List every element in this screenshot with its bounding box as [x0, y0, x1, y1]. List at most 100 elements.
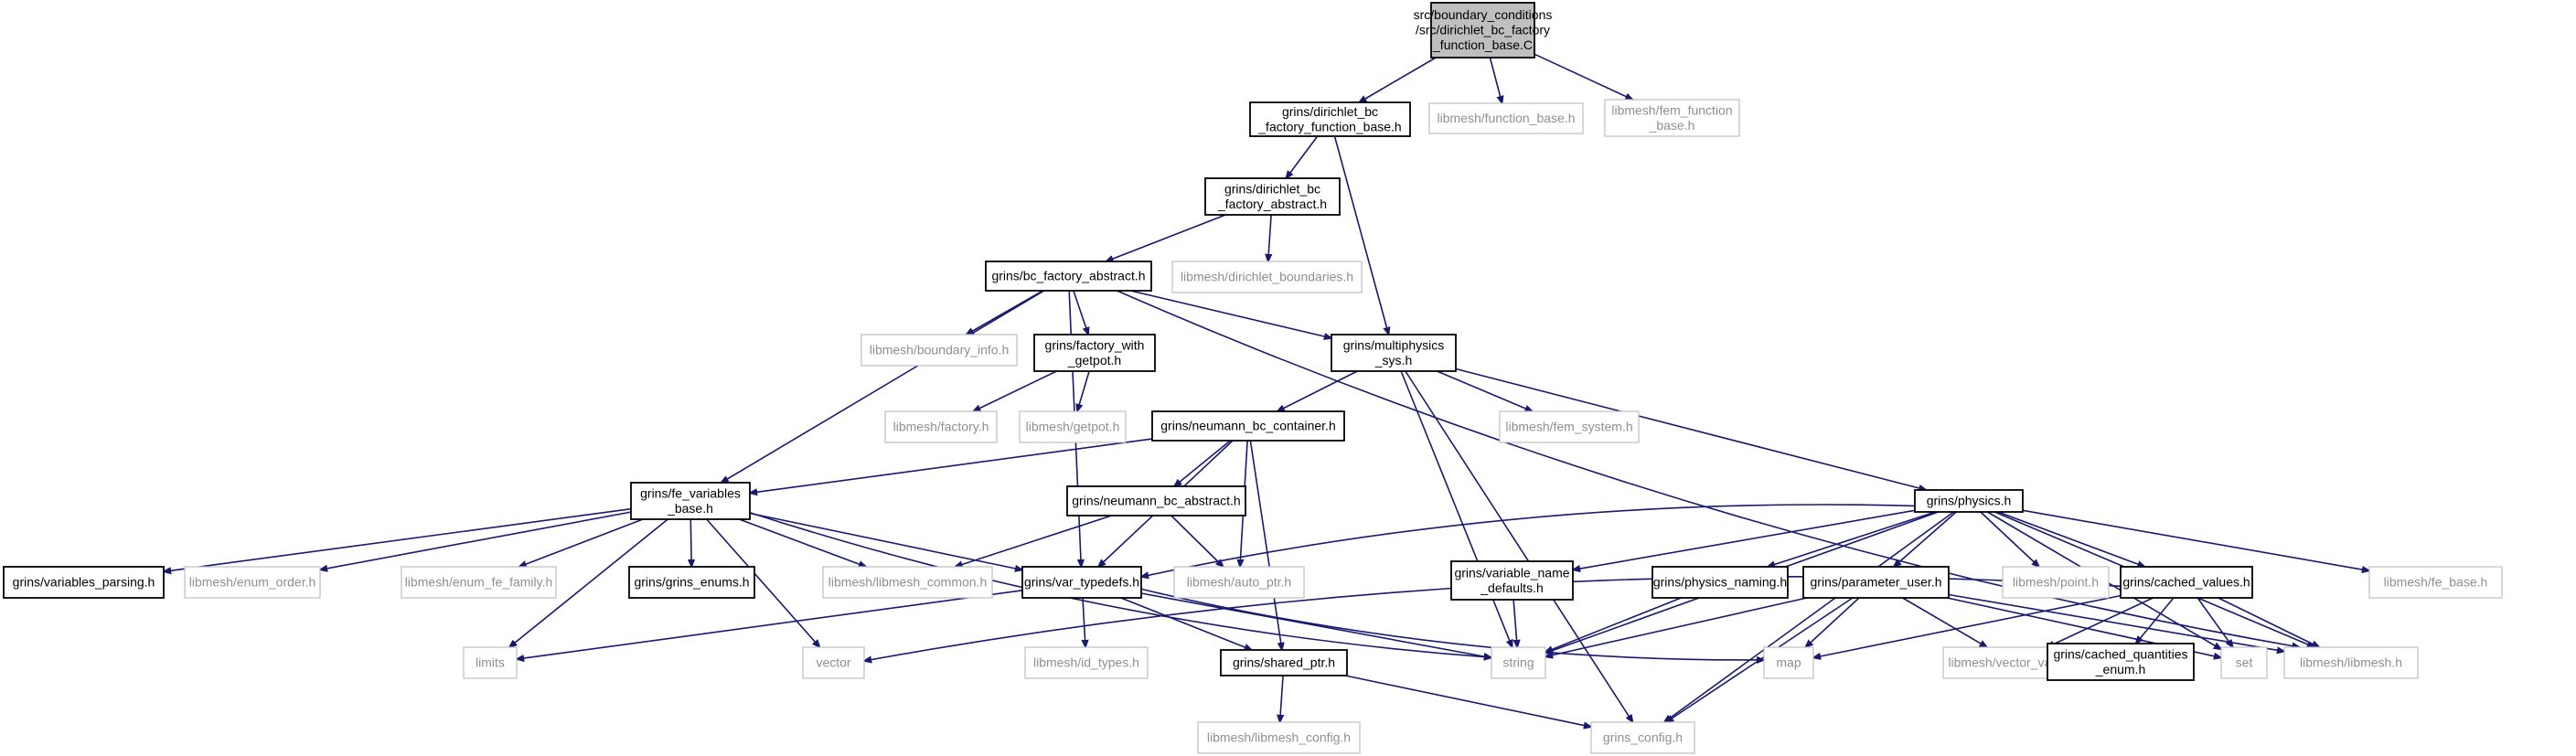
edge-fevb-to-vector	[706, 518, 820, 647]
edge-physics-to-pn	[1768, 511, 1936, 567]
node-ge[interactable]: grins/grins_enums.h	[628, 566, 755, 599]
edge-pu-to-string	[1545, 597, 1808, 656]
node-fwg[interactable]: grins/factory_with_getpot.h	[1033, 334, 1156, 372]
node-physics[interactable]: grins/physics.h	[1914, 489, 2024, 513]
edge-physics-to-vnd	[1573, 509, 1916, 570]
edge-vt-to-limits	[517, 590, 1023, 659]
node-box	[1651, 566, 1789, 599]
edge-cv-to-cqe	[2136, 597, 2175, 644]
edge-fevb-to-vt	[749, 512, 1022, 570]
edge-mps-to-nbcc	[1277, 370, 1358, 411]
edge-sp-to-lm_libmesh_config	[1280, 675, 1284, 722]
edge-pu-to-lm_libmesh	[1948, 593, 2284, 652]
node-root[interactable]: src/boundary_conditions/src/dirichlet_bc…	[1414, 2, 1553, 59]
node-label: grins/factory_with	[1045, 337, 1145, 352]
node-lm_function_base: libmesh/function_base.h	[1428, 102, 1584, 134]
node-box	[3, 566, 165, 599]
node-label: _function_base.C	[1432, 37, 1533, 52]
node-box	[1019, 410, 1127, 443]
edge-cv-to-lm_libmesh	[2218, 597, 2319, 647]
node-vp[interactable]: grins/variables_parsing.h	[3, 566, 165, 599]
node-gc: grins_config.h	[1590, 721, 1695, 754]
edge-nbca-to-lm_libmesh_common	[956, 515, 1112, 567]
node-mps[interactable]: grins/multiphysics_sys.h	[1331, 334, 1457, 372]
node-dbcfa[interactable]: grins/dirichlet_bc_factory_abstract.h	[1204, 177, 1341, 216]
node-lm_point: libmesh/point.h	[2002, 566, 2110, 599]
edge-dbcfa-to-lm_dirichlet_boundaries	[1268, 214, 1271, 261]
edge-fevb-to-ge	[690, 518, 691, 567]
node-pn[interactable]: grins/physics_naming.h	[1651, 566, 1789, 599]
node-label: libmesh/enum_order.h	[189, 575, 316, 590]
node-label: map	[1776, 655, 1801, 670]
node-lm_auto_ptr: libmesh/auto_ptr.h	[1173, 566, 1305, 599]
node-label: _factory_abstract.h	[1217, 197, 1327, 211]
node-nbca[interactable]: grins/neumann_bc_abstract.h	[1066, 485, 1246, 516]
node-label: grins/neumann_bc_container.h	[1160, 419, 1335, 433]
edge-fevb-to-limits	[509, 518, 668, 647]
edge-pu-to-map	[1805, 597, 1860, 647]
node-box	[1914, 489, 2024, 513]
node-box	[2047, 643, 2195, 681]
node-box	[401, 566, 557, 599]
edge-fevb-to-vp	[164, 507, 632, 572]
node-box	[1604, 99, 1740, 137]
node-set: set	[2220, 646, 2268, 679]
edge-physics-to-gc	[1664, 511, 1954, 722]
node-label: string	[1502, 655, 1534, 670]
node-pu[interactable]: grins/parameter_user.h	[1802, 566, 1950, 599]
node-lm_fem_system: libmesh/fem_system.h	[1499, 410, 1640, 443]
node-label: grins/multiphysics	[1343, 337, 1444, 352]
node-lm_getpot: libmesh/getpot.h	[1019, 410, 1127, 443]
node-cv[interactable]: grins/cached_values.h	[2120, 566, 2253, 599]
node-label: /src/dirichlet_bc_factory	[1416, 23, 1550, 37]
edge-root-to-lm_fem_function_base	[1534, 53, 1632, 100]
node-box	[1491, 646, 1546, 679]
node-vnd[interactable]: grins/variable_name_defaults.h	[1450, 560, 1574, 601]
node-label: _sys.h	[1374, 353, 1412, 367]
node-dbcffb[interactable]: grins/dirichlet_bc_factory_function_base…	[1249, 101, 1411, 137]
node-label: grins/cached_quantities	[2053, 646, 2187, 661]
node-label: libmesh/libmesh.h	[2300, 655, 2402, 670]
node-nbcc[interactable]: grins/neumann_bc_container.h	[1151, 410, 1345, 442]
node-label: grins/cached_values.h	[2122, 575, 2250, 590]
edge-nbcc-to-sp	[1249, 440, 1282, 650]
edge-fevb-to-string	[749, 511, 1491, 658]
node-cqe[interactable]: grins/cached_quantities_enum.h	[2047, 643, 2195, 681]
node-sp[interactable]: grins/shared_ptr.h	[1220, 649, 1348, 676]
node-box	[2002, 566, 2110, 599]
node-box	[184, 566, 321, 599]
node-label: libmesh/id_types.h	[1033, 655, 1139, 670]
node-label: _base.h	[1649, 118, 1695, 133]
node-vt[interactable]: grins/var_typedefs.h	[1021, 566, 1142, 599]
node-box	[1066, 485, 1246, 516]
node-box	[1430, 2, 1535, 59]
node-box	[1204, 177, 1341, 216]
edge-cv-to-map	[1813, 594, 2122, 658]
dependency-edges	[164, 53, 2369, 727]
edge-dbcfa-to-bcfa	[1106, 214, 1226, 261]
edge-physics-to-pu	[1894, 511, 1957, 567]
node-box	[1197, 721, 1361, 754]
edge-physics-to-cv	[1997, 511, 2144, 567]
node-box	[1033, 334, 1156, 372]
node-label: _getpot.h	[1067, 353, 1121, 367]
node-label: grins/shared_ptr.h	[1233, 655, 1335, 670]
edge-vt-to-string	[1140, 592, 1491, 658]
node-bcfa[interactable]: grins/bc_factory_abstract.h	[985, 261, 1152, 292]
node-box	[1151, 410, 1345, 442]
node-label: libmesh/enum_fe_family.h	[405, 575, 553, 590]
edge-bcfa-to-mps	[1130, 290, 1331, 338]
edge-mps-to-gc	[1405, 370, 1633, 722]
edge-pu-to-lm_vector_value	[1902, 597, 1987, 647]
node-box	[1220, 649, 1348, 676]
node-box	[884, 410, 998, 443]
node-box	[1428, 102, 1584, 134]
edge-vt-to-lm_id_types	[1083, 597, 1085, 647]
edge-pn-to-string	[1545, 597, 1682, 652]
node-label: grins/neumann_bc_abstract.h	[1072, 494, 1240, 508]
node-label: _defaults.h	[1480, 580, 1544, 595]
node-fevb[interactable]: grins/fe_variables_base.h	[630, 482, 751, 520]
node-box	[1173, 566, 1305, 599]
node-lm_factory: libmesh/factory.h	[884, 410, 998, 443]
node-label: grins/dirichlet_bc	[1282, 104, 1378, 119]
